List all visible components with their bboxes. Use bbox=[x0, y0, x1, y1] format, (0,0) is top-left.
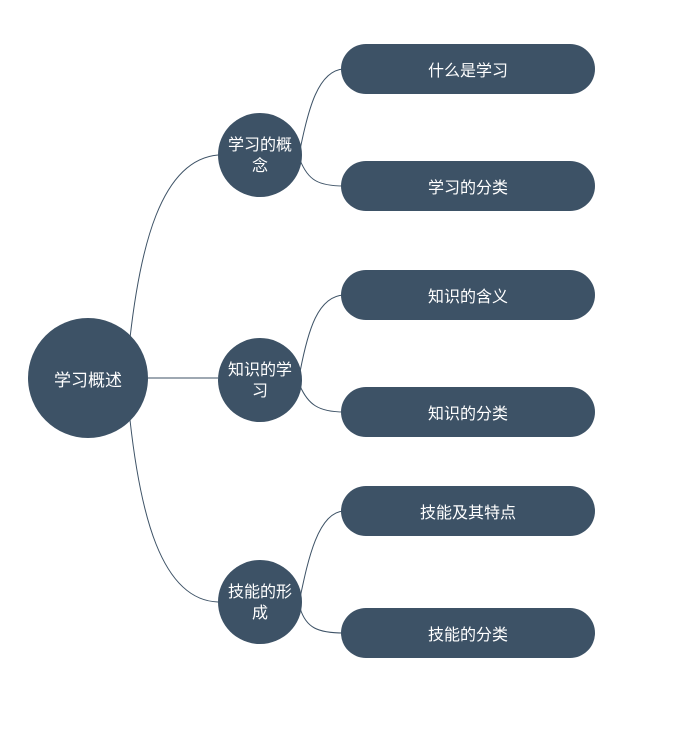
leaf-node-1[interactable]: 什么是学习 bbox=[341, 44, 595, 94]
edge-branch-3-to-leaf-5 bbox=[299, 510, 345, 599]
edge-branch-2-to-leaf-3 bbox=[299, 294, 345, 373]
leaf-node-4[interactable]: 知识的分类 bbox=[341, 387, 595, 437]
leaf-node-3[interactable]: 知识的含义 bbox=[341, 270, 595, 320]
branch-node-label: 知识的学习 bbox=[227, 360, 292, 400]
leaf-node-label: 技能的分类 bbox=[427, 625, 508, 644]
branch-node-2[interactable]: 知识的学习 bbox=[218, 338, 302, 422]
leaf-node-label: 知识的含义 bbox=[427, 287, 508, 306]
branch-node-label: 技能的形成 bbox=[227, 582, 292, 622]
edge-branch-3-to-leaf-6 bbox=[299, 607, 345, 634]
branch-node-1[interactable]: 学习的概念 bbox=[218, 113, 302, 197]
edge-branch-1-to-leaf-2 bbox=[299, 159, 345, 187]
leaf-node-label: 什么是学习 bbox=[427, 61, 508, 80]
branch-node-3[interactable]: 技能的形成 bbox=[218, 560, 302, 644]
root-node-label: 学习概述 bbox=[54, 370, 122, 391]
leaf-node-label: 技能及其特点 bbox=[419, 503, 516, 522]
leaf-node-label: 知识的分类 bbox=[427, 404, 508, 423]
leaf-node-5[interactable]: 技能及其特点 bbox=[341, 486, 595, 536]
branch-node-label: 学习的概念 bbox=[227, 135, 292, 175]
leaf-node-2[interactable]: 学习的分类 bbox=[341, 161, 595, 211]
edge-root-to-branch-1 bbox=[129, 154, 219, 339]
edge-root-to-branch-3 bbox=[129, 419, 219, 603]
edge-branch-1-to-leaf-1 bbox=[299, 68, 345, 151]
root-node[interactable]: 学习概述 bbox=[28, 318, 148, 438]
leaf-node-6[interactable]: 技能的分类 bbox=[341, 608, 595, 658]
leaf-node-label: 学习的分类 bbox=[427, 178, 508, 197]
edge-branch-2-to-leaf-4 bbox=[299, 385, 345, 413]
